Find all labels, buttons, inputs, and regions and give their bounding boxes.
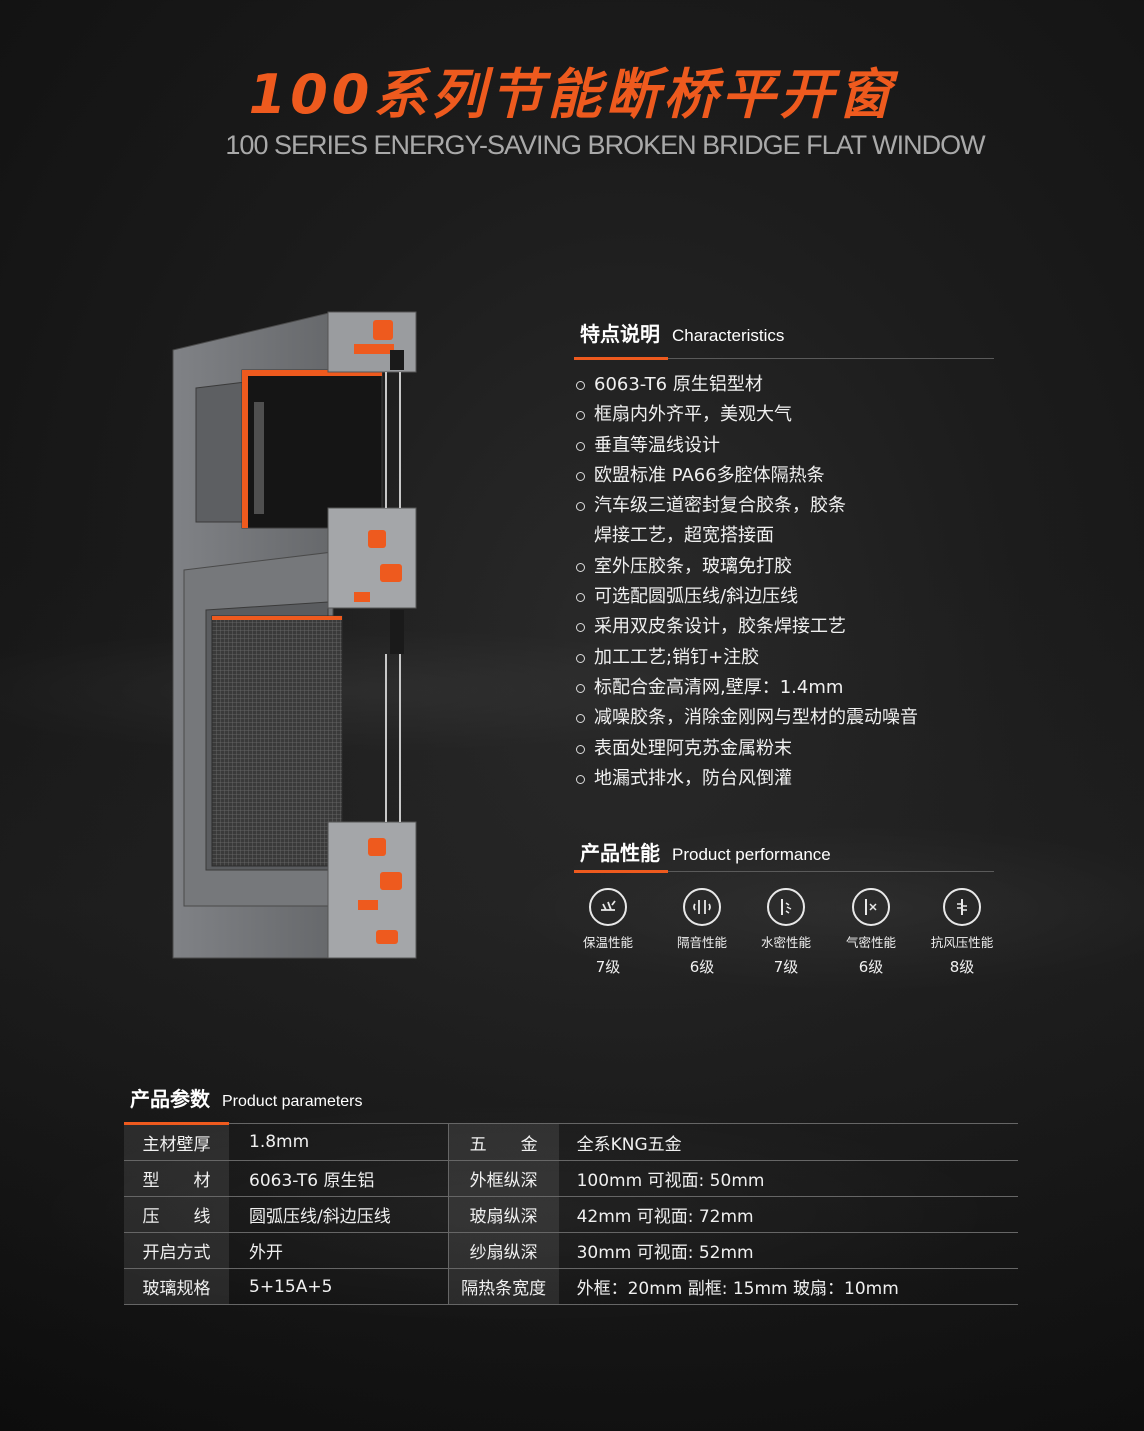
bullet-icon — [576, 593, 585, 603]
parameters-table: 主材壁厚 1.8mm 五 金 全系KNG五金 型 材 6063-T6 原生铝 外… — [124, 1122, 1018, 1305]
table-row: 开启方式 外开 纱扇纵深 30mm 可视面: 52mm — [124, 1232, 1018, 1269]
performance-air: 气密性能 6级 — [831, 888, 911, 977]
list-item: 室外压胶条，玻璃免打胶 — [576, 552, 1016, 582]
bullet-icon — [576, 381, 585, 390]
page-title: 100系列节能断桥平开窗 — [248, 63, 896, 126]
sound-icon — [683, 888, 721, 926]
air-icon — [852, 888, 890, 926]
characteristics-heading: 特点说明 Characteristics — [580, 322, 785, 346]
wind-icon — [943, 888, 981, 926]
table-row: 玻璃规格 5+15A+5 隔热条宽度 外框：20mm 副框: 15mm 玻扇：1… — [124, 1268, 1018, 1305]
table-row: 压 线 圆弧压线/斜边压线 玻扇纵深 42mm 可视面: 72mm — [124, 1196, 1018, 1233]
bullet-icon — [576, 714, 585, 724]
window-profile-illustration — [172, 311, 417, 959]
list-item: 减噪胶条，消除金刚网与型材的震动噪音 — [576, 703, 1016, 733]
performance-heading: 产品性能 Product performance — [580, 841, 831, 865]
table-row: 型 材 6063-T6 原生铝 外框纵深 100mm 可视面: 50mm — [124, 1160, 1018, 1197]
list-item: 可选配圆弧压线/斜边压线 — [576, 582, 1016, 612]
performance-sound: 隔音性能 6级 — [662, 888, 742, 977]
list-item: 汽车级三道密封复合胶条，胶条 — [576, 491, 1016, 521]
bullet-icon — [576, 623, 585, 633]
list-item: 框扇内外齐平，美观大气 — [576, 400, 1016, 430]
list-item: 欧盟标准 PA66多腔体隔热条 — [576, 461, 1016, 491]
list-item: 标配合金高清网,壁厚：1.4mm — [576, 673, 1016, 703]
performance-water: 水密性能 7级 — [746, 888, 826, 977]
bullet-icon — [576, 744, 585, 754]
thermal-icon — [589, 888, 627, 926]
bullet-icon — [576, 653, 585, 663]
performance-ratings: 保温性能 7级 隔音性能 6级 水密性能 7级 气密性能 6级 抗风压性能 8级 — [572, 888, 1002, 978]
list-item: 6063-T6 原生铝型材 — [576, 370, 1016, 400]
list-item: 采用双皮条设计，胶条焊接工艺 — [576, 612, 1016, 642]
bullet-icon — [576, 471, 585, 481]
performance-divider — [574, 870, 994, 873]
bullet-icon — [576, 411, 585, 421]
list-item: 焊接工艺，超宽搭接面 — [594, 525, 774, 547]
bullet-icon — [576, 683, 585, 693]
parameters-heading: 产品参数 Product parameters — [130, 1087, 363, 1111]
list-item: 表面处理阿克苏金属粉末 — [576, 734, 1016, 764]
page-subtitle: 100 SERIES ENERGY-SAVING BROKEN BRIDGE F… — [225, 130, 985, 160]
list-item: 地漏式排水，防台风倒灌 — [576, 764, 1016, 794]
bullet-icon — [576, 502, 585, 512]
performance-thermal: 保温性能 7级 — [568, 888, 648, 977]
performance-wind: 抗风压性能 8级 — [922, 888, 1002, 977]
list-item: 加工工艺;销钉+注胶 — [576, 643, 1016, 673]
bullet-icon — [576, 441, 585, 451]
list-item: 垂直等温线设计 — [576, 431, 1016, 461]
table-row: 主材壁厚 1.8mm 五 金 全系KNG五金 — [124, 1122, 1018, 1161]
water-icon — [767, 888, 805, 926]
bullet-icon — [576, 562, 585, 572]
characteristics-divider — [574, 357, 994, 360]
characteristics-list: 6063-T6 原生铝型材 框扇内外齐平，美观大气 垂直等温线设计 欧盟标准 P… — [576, 370, 1016, 794]
bullet-icon — [576, 774, 585, 784]
